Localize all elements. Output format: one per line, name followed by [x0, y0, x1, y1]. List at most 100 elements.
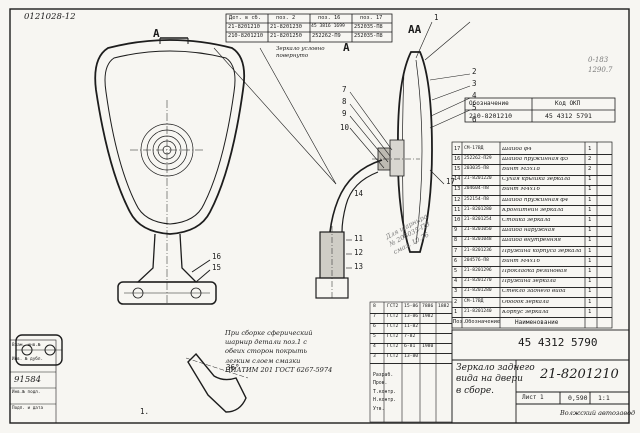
title-sign-labels: Разраб. Пров. Т.контр. Н.контр. Утв.	[373, 372, 396, 414]
section-letter-front: A	[153, 27, 160, 40]
parts-cell-code: 21-8201048	[464, 237, 492, 243]
parts-row	[452, 174, 612, 176]
revision-cell: 11-82	[404, 324, 419, 329]
callout-12: 12	[354, 248, 364, 257]
parts-cell-code: 21-8201270	[464, 278, 492, 284]
revision-cell: 6	[373, 324, 376, 329]
parts-cell-name: Шайба внутренняя	[502, 238, 562, 244]
mirror-housing-outline	[94, 39, 246, 235]
revision-cell: ГСТ2	[387, 304, 399, 309]
parts-row	[452, 215, 612, 217]
title-mass: 0,590	[568, 394, 588, 402]
parts-cell-pos: 15	[454, 165, 461, 172]
parts-row	[452, 307, 612, 309]
parts-cell-pos: 7	[454, 247, 458, 254]
assembly-note: При сборке сферический шарнир детали поз…	[225, 329, 332, 375]
revision-cell: 7-82	[404, 334, 416, 339]
parts-row	[452, 195, 612, 196]
designation-header-1: Код ОКП	[555, 100, 581, 107]
variants-header-0: Дет. в сб.	[229, 15, 261, 21]
parts-cell-name: Кронштейн зеркала	[502, 207, 564, 213]
parts-row	[452, 235, 612, 237]
revision-cell: 7	[373, 314, 376, 319]
parts-cell-code: 21-8201240	[464, 308, 492, 314]
parts-cell-code: 21-8201280	[464, 288, 492, 294]
parts-cell-pos: 4	[454, 278, 458, 285]
parts-row	[452, 276, 612, 278]
parts-cell-pos: 12	[454, 196, 461, 203]
parts-cell-code: 252154-П8	[464, 196, 489, 202]
parts-cell-code: СМ-17ВД	[464, 145, 484, 151]
parts-cell-code: 204604-П8	[464, 186, 489, 192]
title-company: Волжский автозавод	[560, 409, 636, 417]
parts-cell-name: Пружина корпуса зеркала	[502, 248, 582, 254]
revision-cell: ГСТ2	[387, 334, 399, 339]
parts-cell-pos: 17	[454, 145, 461, 152]
parts-cell-name: Сухая крышка зеркала	[502, 177, 571, 183]
parts-cell-qty: 1	[588, 216, 592, 223]
mirror-glass-outline	[104, 50, 236, 225]
parts-row	[452, 154, 612, 156]
parts-cell-pos: 3	[454, 288, 458, 295]
revision-row-line	[370, 323, 452, 324]
stamp-label: Инв.№ подл.	[12, 390, 41, 395]
parts-row	[452, 205, 612, 207]
title-block-lines	[451, 329, 630, 424]
title-code-top: 45 4312 5790	[518, 336, 598, 349]
parts-cell-code: СМ-17ВД	[464, 298, 484, 304]
revision-cell: 15-86	[404, 304, 419, 309]
parts-cell-code: 252262-П29	[464, 155, 492, 161]
parts-cell-qty: 1	[588, 247, 592, 254]
parts-header-name: Наименование	[515, 319, 559, 326]
parts-cell-qty: 1	[588, 308, 592, 315]
parts-cell-name: Прокладка резиновая	[502, 268, 567, 274]
pencil-line: 0-183	[588, 56, 609, 64]
stamp-inventory-number: 91584	[14, 375, 42, 385]
parts-row	[452, 225, 612, 227]
parts-cell-name: Стекло заднего вида	[502, 289, 566, 295]
callout-15: 15	[212, 263, 222, 272]
parts-cell-qty: 1	[588, 227, 592, 234]
parts-cell-name: Шайба наружная	[502, 228, 555, 234]
revision-cell: 1980	[422, 344, 434, 349]
parts-cell-pos: 9	[454, 227, 458, 234]
revision-cell: 4	[373, 344, 376, 349]
stamp-label: Подп. и дата	[12, 406, 44, 411]
parts-cell-name: Шайба пружинная ф5	[502, 156, 569, 162]
revision-cell: ГСТ2	[387, 354, 399, 359]
parts-row	[452, 286, 612, 288]
callout-5: 5	[472, 103, 477, 112]
title-line: в сборе.	[456, 385, 494, 396]
note-line: шарнир детали поз.1 с	[225, 338, 308, 347]
revision-cell: 3	[373, 354, 376, 359]
revision-cell: ГСТ2	[387, 344, 399, 349]
parts-cell-qty: 1	[588, 237, 592, 244]
sheet-number-bottom: 1.	[140, 407, 150, 416]
pencil-line: 1290.7	[588, 65, 613, 74]
parts-cell-pos: 11	[454, 206, 461, 213]
title-line: вида на двери	[456, 374, 523, 385]
title-scale: 1:1	[598, 394, 610, 402]
section-letter-aa: AA	[408, 23, 422, 36]
revision-cell: ГСТ2	[387, 324, 399, 329]
parts-cell-pos: 1	[454, 308, 458, 315]
designation-value-0: 210-8201210	[469, 112, 513, 120]
parts-cell-qty: 2	[588, 155, 592, 162]
parts-cell-qty: 1	[588, 186, 592, 193]
callout-8: 8	[342, 97, 347, 106]
parts-cell-pos: 14	[454, 176, 461, 183]
mirror-base	[117, 281, 217, 305]
parts-cell-name: Шайба ф4	[502, 146, 532, 152]
note-line: легким слоем смазки	[225, 356, 301, 365]
revision-cell: 5	[373, 334, 376, 339]
note-line: ЦИАТИМ 201 ГОСТ 6267-5974	[225, 365, 333, 374]
parts-row	[452, 256, 612, 258]
revision-cell: 13-80	[404, 354, 419, 359]
callout-9: 9	[342, 109, 347, 118]
parts-cell-name: Ободок зеркала	[502, 299, 549, 305]
callout-4: 4	[472, 91, 477, 100]
callout-14: 14	[354, 189, 364, 198]
title-text: Зеркало заднего вида на двери в сборе.	[456, 363, 535, 397]
